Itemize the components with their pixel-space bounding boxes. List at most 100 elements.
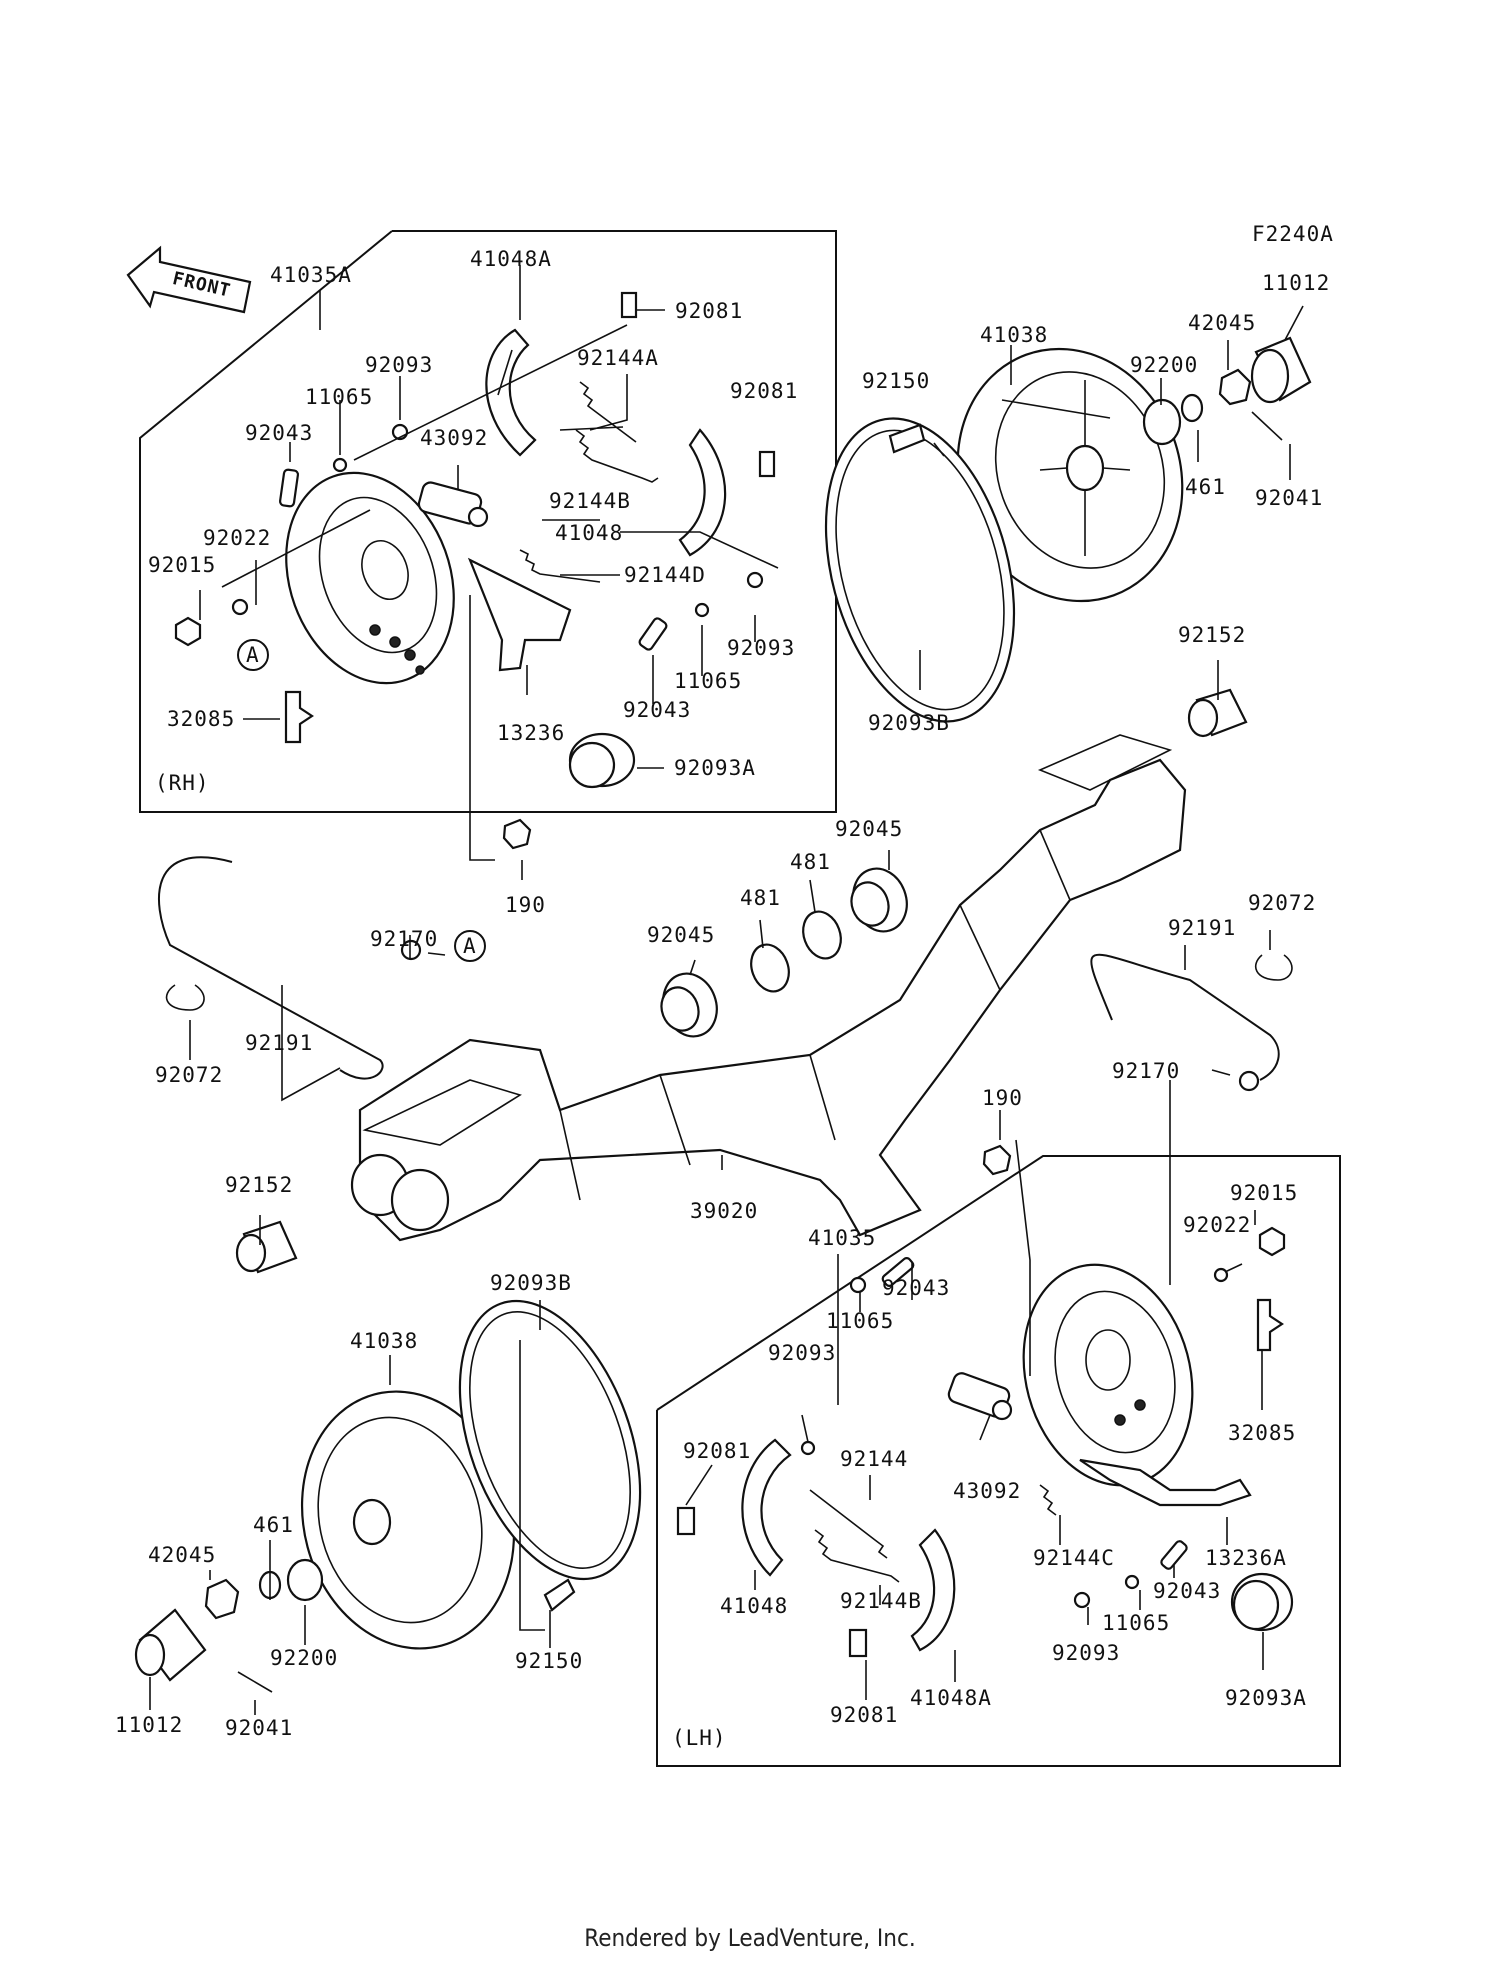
rh-lever [467,557,572,672]
label-92093-rh-1: 92093 [365,353,433,377]
label-92150-top: 92150 [862,369,930,393]
lh-brake-shoe-rear [910,1528,956,1652]
rh-washer-1 [332,457,348,473]
rh-brake-shoe-front [485,328,537,457]
rh-washer-5 [231,598,249,616]
label-461-top: 461 [1185,475,1226,499]
lh-brake-shoe-front [741,1438,792,1577]
bottom-brake-drum [300,1390,516,1650]
lh-side-label: (LH) [672,1726,727,1750]
lh-pin-2 [1160,1540,1188,1570]
figure-code: F2240A [1252,222,1334,246]
rh-bracket [284,690,314,744]
bottom-washer-92200 [286,1558,324,1602]
axle-housing [350,734,1187,1242]
label-92150-bottom: 92150 [515,1649,583,1673]
clip-92072-right [1254,954,1293,981]
rh-side-label: (RH) [155,771,210,795]
bottom-seal-ring [458,1299,642,1581]
bottom-cotter-pin [237,1671,273,1693]
lh-clip-2 [848,1628,868,1658]
lh-wheel-cylinder [947,1372,1013,1421]
rh-clip-1 [620,291,638,319]
label-92093B-top: 92093B [868,711,950,735]
bottom-hub-cap [134,1608,207,1682]
ref-marker-a-center [454,930,486,962]
label-92043-rh-1: 92043 [245,421,313,445]
label-41038-bottom: 41038 [350,1329,418,1353]
label-92170-l: 92170 [370,927,438,951]
label-92191-l: 92191 [245,1031,313,1055]
leader-lines [149,265,1304,1715]
label-92093A-lh: 92093A [1225,1686,1307,1710]
bolt-190-bottom [982,1144,1012,1176]
rh-spring-b [575,429,659,483]
label-41038-top: 41038 [980,323,1048,347]
part-labels: 41035A 41048A 92081 92144A 92081 92093 1… [115,247,1330,1740]
ring-481-lower [750,943,790,993]
lh-washer-2 [800,1440,816,1456]
label-43092-rh: 43092 [420,426,488,450]
label-92170-r: 92170 [1112,1059,1180,1083]
top-washer-92200 [1142,398,1182,446]
label-92144D: 92144D [624,563,706,587]
lh-spring [809,1489,888,1559]
label-42045-top: 42045 [1188,311,1256,335]
label-92072-r: 92072 [1248,891,1316,915]
top-seal-ring [824,417,1016,723]
lh-washer-1 [849,1276,867,1294]
label-92093-lh-1: 92093 [768,1341,836,1365]
label-92093B-bottom: 92093B [490,1271,572,1295]
clip-92072-left [165,984,205,1011]
lh-clip-1 [676,1506,696,1536]
label-92041-top: 92041 [1255,486,1323,510]
label-92015-lh: 92015 [1230,1181,1298,1205]
label-92072-l: 92072 [155,1063,223,1087]
label-11012-bottom: 11012 [115,1713,183,1737]
ring-481-upper [802,910,842,960]
label-190-top: 190 [505,893,546,917]
bolt-190-top [502,818,532,850]
bottom-bolt [543,1578,576,1612]
label-92093A-rh: 92093A [674,756,756,780]
rh-wheel-cylinder [417,481,489,528]
label-92081-lh-2: 92081 [830,1703,898,1727]
label-32085-rh: 32085 [167,707,235,731]
label-190-bottom: 190 [982,1086,1023,1110]
label-461-bottom: 461 [253,1513,294,1537]
bearing-lower [660,972,718,1038]
front-arrow-icon: FRONT [126,245,252,314]
label-41048-lh: 41048 [720,1594,788,1618]
label-92015-rh: 92015 [148,553,216,577]
top-cotter-pin [1251,411,1283,441]
rh-nut [174,616,202,647]
label-92144: 92144 [840,1447,908,1471]
lh-nut [1258,1226,1286,1257]
rh-pin-2 [638,617,668,651]
label-41048-rh: 41048 [555,521,623,545]
lh-pin-1 [881,1257,915,1287]
rh-assembly-frame [139,230,837,813]
label-41035: 41035 [808,1226,876,1250]
hose-clamp-right [1238,1070,1260,1092]
label-92043-rh-2: 92043 [623,698,691,722]
label-92045-b: 92045 [647,923,715,947]
lh-washer-4 [1124,1574,1140,1590]
bearing-upper [850,867,908,933]
lh-lever [1079,1458,1252,1507]
label-41048A-lh: 41048A [910,1686,992,1710]
rh-clip-2 [758,450,776,478]
rh-spring-a [579,381,637,443]
label-11012-top: 11012 [1262,271,1330,295]
rh-grommet [568,732,636,789]
brake-hose-right [1090,953,1280,1081]
label-92144B-lh: 92144B [840,1589,922,1613]
label-92200-top: 92200 [1130,353,1198,377]
ref-marker-a-rh [237,639,269,671]
lh-grommet [1230,1572,1294,1632]
label-92093-lh-2: 92093 [1052,1641,1120,1665]
label-41035A: 41035A [270,263,352,287]
label-92152-bottom: 92152 [225,1173,293,1197]
footer-credit: Rendered by LeadVenture, Inc. [584,1924,916,1952]
label-92043-lh-1: 92043 [882,1276,950,1300]
